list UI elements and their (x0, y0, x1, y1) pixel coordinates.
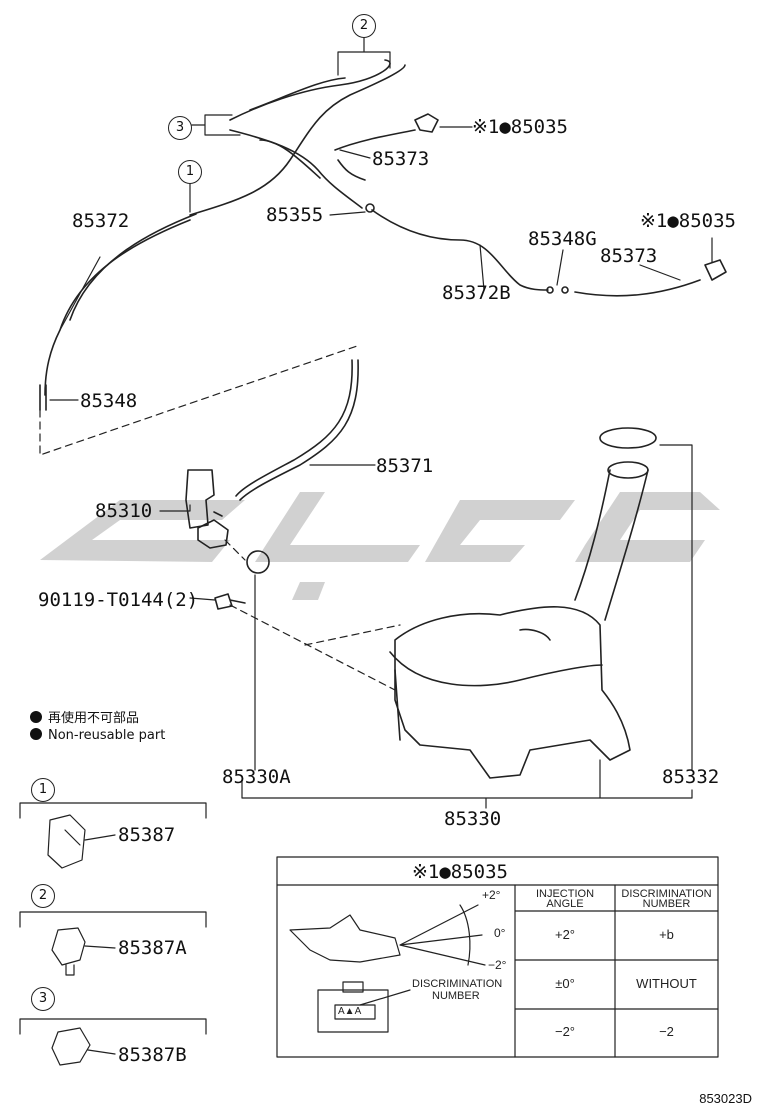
detail-title: ※1●85035 (412, 861, 508, 883)
table-cell-disc-r3: −2 (659, 1024, 674, 1039)
angle-top: +2° (482, 888, 501, 902)
label-85372b: 85372B (442, 282, 511, 304)
clip-part-85387: 85387 (118, 824, 176, 846)
table-cell-disc-r2: WITHOUT (636, 976, 697, 991)
label-85348: 85348 (80, 390, 138, 412)
label-85330: 85330 (444, 808, 502, 830)
table-cell-disc-r1: +b (659, 927, 674, 942)
legend-en-text: Non-reusable part (48, 728, 166, 743)
label-85373-a: 85373 (372, 148, 430, 170)
legend-jp: 再使用不可部品 (30, 707, 139, 726)
detail-box (276, 856, 719, 1058)
stamp-text: A▲A (338, 1006, 362, 1017)
angle-bot: −2° (488, 958, 507, 972)
clip-part-85387a: 85387A (118, 937, 187, 959)
watermark (40, 492, 720, 600)
table-cell-angle-r2: ±0° (555, 976, 575, 991)
label-90119: 90119-T0144(2) (38, 589, 199, 611)
bullet-icon (30, 711, 42, 723)
label-85372: 85372 (72, 210, 130, 232)
bullet-icon (30, 728, 42, 740)
label-85035-b: ※1●85035 (640, 210, 736, 232)
clip-callout-1: 1 (31, 778, 55, 802)
upper-hoses (39, 59, 701, 411)
dashed-leaders (39, 344, 401, 691)
table-cell-angle-r1: +2° (554, 927, 576, 942)
label-85332: 85332 (662, 766, 720, 788)
clip-callout-3: 3 (31, 987, 55, 1011)
pump-85310 (185, 469, 229, 549)
callout-1-top: 1 (178, 160, 202, 184)
angle-mid: 0° (494, 926, 506, 940)
label-85355: 85355 (266, 204, 324, 226)
label-85371: 85371 (376, 455, 434, 477)
label-85310: 85310 (95, 500, 153, 522)
table-header-disc-2: NUMBER (642, 898, 691, 910)
clip-part-85387b: 85387B (118, 1044, 187, 1066)
clip-section (19, 802, 207, 1066)
leader-lines (49, 35, 713, 809)
diagram-code: 853023D (699, 1091, 752, 1106)
table-header-angle-2: ANGLE (546, 898, 584, 910)
table-cell-angle-r3: −2° (554, 1024, 576, 1039)
disc-label-2: NUMBER (432, 990, 480, 1002)
grommet-85330a (246, 550, 270, 574)
clip-callout-2: 2 (31, 884, 55, 908)
nozzle-parts (414, 113, 727, 281)
label-85348g: 85348G (528, 228, 597, 250)
callout-2-top: 2 (352, 14, 376, 38)
table-header-disc-1: DISCRIMINATION (621, 888, 712, 900)
label-85373-b: 85373 (600, 245, 658, 267)
callout-3-top: 3 (168, 116, 192, 140)
reservoir-tank-85330 (389, 427, 657, 779)
hose-85371 (239, 359, 359, 501)
label-85330a: 85330A (222, 766, 291, 788)
bolt-90119 (214, 593, 246, 610)
legend-jp-text: 再使用不可部品 (48, 711, 140, 726)
disc-label-1: DISCRIMINATION (412, 978, 503, 990)
label-85035-a: ※1●85035 (472, 116, 568, 138)
table-header-angle-1: INJECTION (535, 888, 595, 900)
legend-en: Non-reusable part (30, 728, 165, 743)
